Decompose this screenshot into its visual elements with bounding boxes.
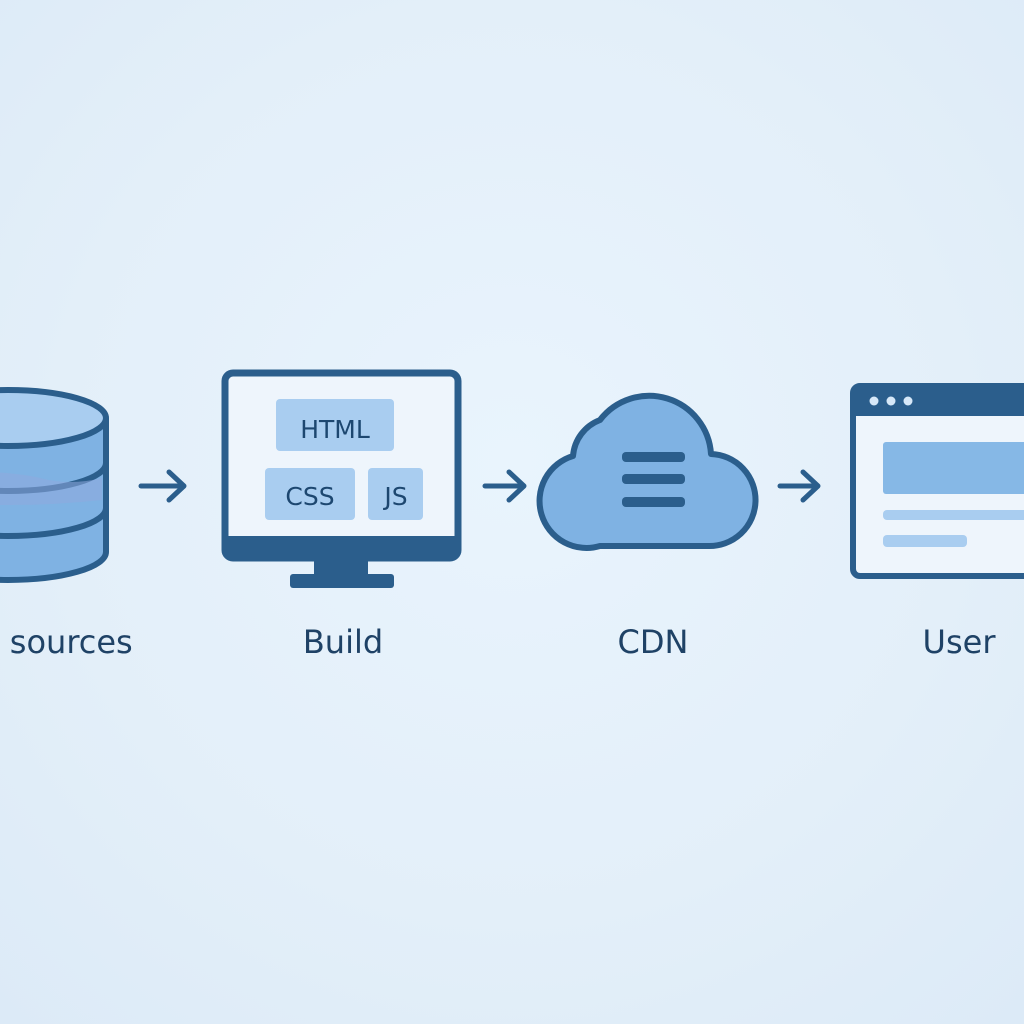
node-label: User xyxy=(922,623,996,661)
svg-text:HTML: HTML xyxy=(300,415,370,444)
node-label: CDN xyxy=(617,623,689,661)
svg-text:CSS: CSS xyxy=(285,482,334,511)
node-label: a sources xyxy=(0,623,133,661)
node-label: Build xyxy=(302,623,384,661)
css-chip: CSS xyxy=(265,468,355,520)
js-chip: JS xyxy=(368,468,423,520)
html-chip: HTML xyxy=(276,399,394,451)
svg-text:JS: JS xyxy=(382,482,407,511)
